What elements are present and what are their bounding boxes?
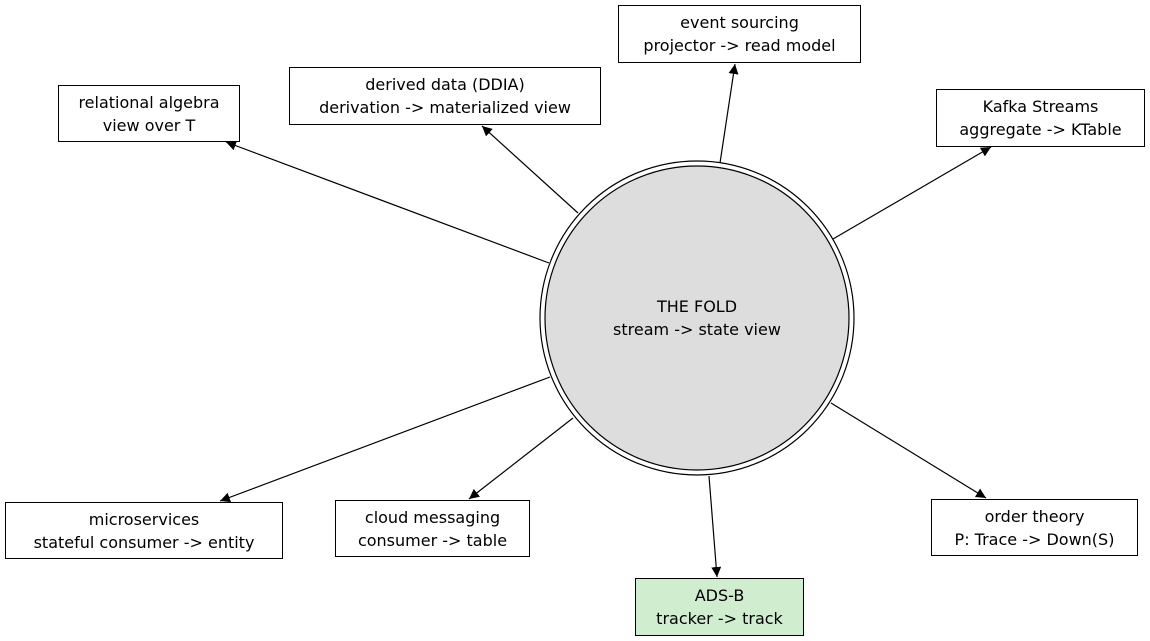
node-derived-data: derived data (DDIA) derivation -> materi… — [289, 67, 601, 125]
node-kafka-streams: Kafka Streams aggregate -> KTable — [936, 89, 1145, 147]
edge-to-kafka-streams — [832, 146, 992, 240]
node-order-theory: order theory P: Trace -> Down(S) — [931, 499, 1138, 556]
edge-to-event-sourcing — [719, 63, 739, 164]
center-node — [544, 165, 850, 471]
node-adsb-subtitle: tracker -> track — [656, 609, 783, 628]
node-microservices-title: microservices — [88, 509, 200, 529]
node-event-sourcing-subtitle: projector -> read model — [643, 36, 836, 55]
center-node-title: THE FOLD — [656, 297, 738, 316]
node-microservices: microservices stateful consumer -> entit… — [5, 502, 283, 559]
node-cloud-messaging-title: cloud messaging — [364, 507, 501, 527]
node-adsb-title: ADS-B — [694, 586, 745, 605]
node-derived-data-title: derived data (DDIA) — [365, 75, 525, 94]
node-order-theory-title: order theory — [984, 506, 1085, 526]
node-derived-data-subtitle: derivation -> materialized view — [319, 98, 571, 117]
node-cloud-messaging-subtitle: consumer -> table — [357, 530, 508, 550]
node-microservices-subtitle: stateful consumer -> entity — [33, 532, 255, 552]
node-order-theory-subtitle: P: Trace -> Down(S) — [954, 529, 1115, 549]
edge-to-order-theory — [830, 402, 987, 499]
center-node-label: THE FOLD stream -> state view — [546, 295, 848, 341]
node-relational-algebra: relational algebra view over T — [58, 85, 240, 142]
edge-to-relational-algebra — [225, 140, 550, 264]
node-adsb: ADS-B tracker -> track — [635, 578, 804, 636]
node-event-sourcing-title: event sourcing — [680, 13, 799, 32]
edge-to-adsb — [708, 475, 722, 578]
edge-to-cloud-messaging — [468, 417, 574, 500]
node-relational-algebra-subtitle: view over T — [102, 115, 196, 135]
node-kafka-streams-title: Kafka Streams — [982, 97, 1099, 116]
edge-to-microservices — [219, 376, 551, 503]
center-node-outer-ring — [539, 160, 855, 476]
node-relational-algebra-title: relational algebra — [78, 92, 220, 112]
node-cloud-messaging: cloud messaging consumer -> table — [335, 500, 530, 557]
node-kafka-streams-subtitle: aggregate -> KTable — [959, 120, 1122, 139]
edge-to-derived-data — [481, 125, 579, 214]
node-event-sourcing: event sourcing projector -> read model — [618, 5, 861, 63]
center-node-subtitle: stream -> state view — [613, 320, 781, 339]
